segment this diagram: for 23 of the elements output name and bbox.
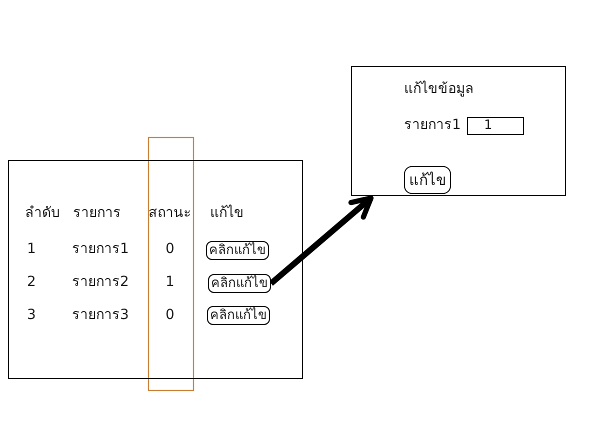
edit-button: คลิกแก้ไข (208, 274, 271, 293)
input-field: 1 (467, 117, 524, 135)
item-name: รายการ2 (72, 273, 129, 291)
form-heading: แก้ไขข้อมูล (404, 80, 474, 98)
arrow (269, 195, 374, 286)
status-value: 0 (166, 306, 174, 324)
item-name: รายการ3 (72, 306, 129, 324)
field-label: รายการ1 (404, 116, 461, 134)
table-panel (8, 160, 303, 379)
submit-button: แก้ไข (404, 166, 451, 194)
edit-button: คลิกแก้ไข (207, 306, 270, 325)
status-value: 0 (166, 240, 174, 258)
row-number: 1 (27, 240, 36, 258)
column-header: แก้ไข (210, 204, 244, 222)
column-header: สถานะ (148, 204, 192, 222)
status-value: 1 (166, 273, 174, 291)
edit-button: คลิกแก้ไข (206, 241, 269, 260)
row-number: 2 (27, 273, 36, 291)
column-header: รายการ (73, 204, 121, 222)
item-name: รายการ1 (72, 240, 129, 258)
column-header: ลำดับ (25, 204, 60, 222)
form-panel (351, 66, 566, 196)
row-number: 3 (27, 306, 36, 324)
